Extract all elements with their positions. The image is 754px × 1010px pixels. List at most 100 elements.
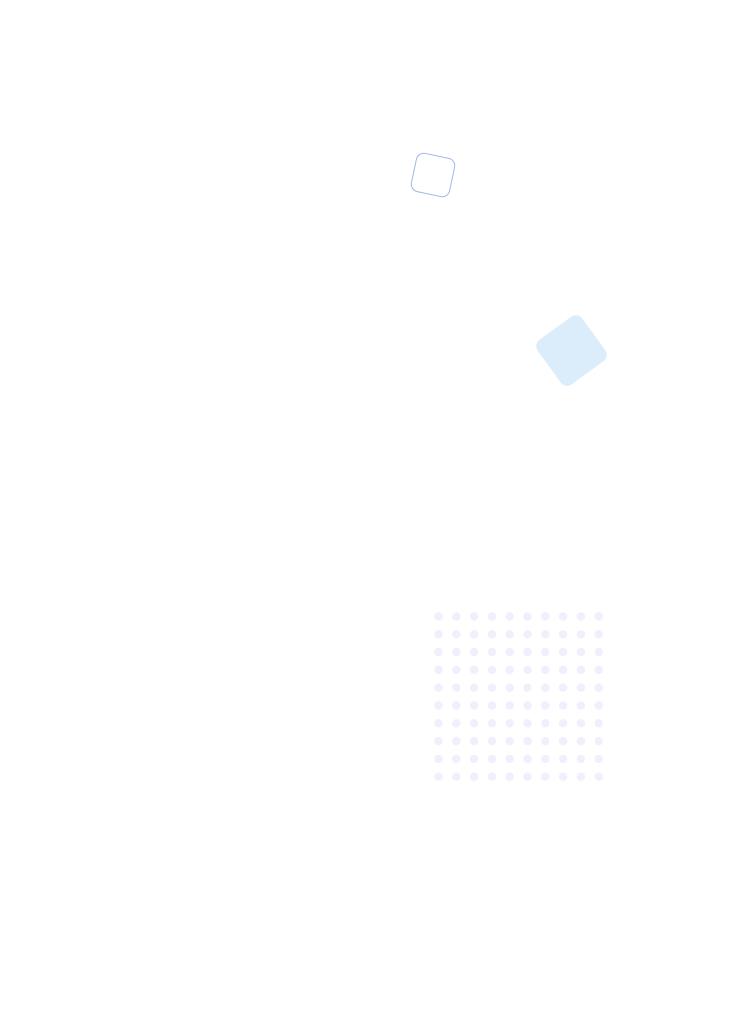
grid-dot: [523, 683, 532, 692]
grid-dot: [558, 772, 568, 781]
grid-dot: [558, 719, 568, 728]
grid-dot: [452, 647, 461, 657]
grid-dot: [523, 719, 532, 728]
grid-dot: [487, 612, 497, 621]
grid-dot: [452, 701, 461, 710]
grid-dot: [452, 683, 461, 692]
grid-dot: [523, 665, 532, 675]
grid-dot: [523, 647, 532, 657]
grid-dot: [434, 683, 443, 692]
grid-dot: [576, 630, 586, 639]
grid-dot: [434, 736, 443, 746]
grid-dot: [541, 612, 550, 621]
grid-dot: [594, 630, 603, 639]
grid-dot: [434, 772, 443, 781]
grid-dot: [434, 612, 443, 621]
grid-dot: [487, 772, 497, 781]
grid-dot: [558, 736, 568, 746]
grid-dot: [434, 701, 443, 710]
grid-dot: [469, 719, 479, 728]
grid-dot: [487, 701, 497, 710]
grid-dot: [452, 772, 461, 781]
grid-dot: [576, 647, 586, 657]
grid-dot: [594, 772, 603, 781]
grid-dot: [452, 665, 461, 675]
grid-dot: [434, 647, 443, 657]
grid-dot: [469, 683, 479, 692]
grid-dot: [469, 772, 479, 781]
grid-dot: [558, 630, 568, 639]
grid-dot: [541, 647, 550, 657]
grid-dot: [558, 754, 568, 764]
grid-dot: [469, 754, 479, 764]
grid-dot: [434, 719, 443, 728]
grid-dot: [541, 630, 550, 639]
grid-dot: [505, 754, 514, 764]
grid-dot: [558, 647, 568, 657]
dot-grid-pattern: [434, 612, 606, 784]
grid-dot: [505, 630, 514, 639]
grid-dot: [469, 736, 479, 746]
grid-dot: [594, 754, 603, 764]
grid-dot: [576, 754, 586, 764]
grid-dot: [594, 612, 603, 621]
grid-dot: [541, 736, 550, 746]
grid-dot: [452, 719, 461, 728]
grid-dot: [576, 736, 586, 746]
grid-dot: [558, 701, 568, 710]
grid-dot: [505, 736, 514, 746]
grid-dot: [505, 719, 514, 728]
grid-dot: [505, 683, 514, 692]
grid-dot: [576, 719, 586, 728]
grid-dot: [558, 683, 568, 692]
grid-dot: [452, 754, 461, 764]
grid-dot: [487, 647, 497, 657]
grid-dot: [523, 736, 532, 746]
grid-dot: [541, 754, 550, 764]
grid-dot: [487, 665, 497, 675]
grid-dot: [487, 683, 497, 692]
grid-dot: [576, 665, 586, 675]
grid-dot: [452, 630, 461, 639]
grid-dot: [594, 665, 603, 675]
grid-dot: [558, 612, 568, 621]
grid-dot: [469, 612, 479, 621]
grid-dot: [469, 701, 479, 710]
grid-dot: [576, 772, 586, 781]
grid-dot: [594, 647, 603, 657]
grid-dot: [434, 754, 443, 764]
grid-dot: [469, 647, 479, 657]
grid-dot: [434, 665, 443, 675]
grid-dot: [469, 665, 479, 675]
grid-dot: [541, 683, 550, 692]
grid-dot: [505, 772, 514, 781]
grid-dot: [541, 701, 550, 710]
grid-dot: [541, 772, 550, 781]
grid-dot: [576, 683, 586, 692]
grid-dot: [505, 612, 514, 621]
grid-dot: [505, 701, 514, 710]
grid-dot: [594, 701, 603, 710]
grid-dot: [558, 665, 568, 675]
grid-dot: [452, 736, 461, 746]
grid-dot: [487, 736, 497, 746]
outline-square-shape: [409, 151, 457, 199]
grid-dot: [469, 630, 479, 639]
grid-dot: [434, 630, 443, 639]
grid-dot: [487, 630, 497, 639]
grid-dot: [523, 612, 532, 621]
filled-square-shape: [533, 312, 610, 389]
grid-dot: [523, 630, 532, 639]
grid-dot: [541, 665, 550, 675]
grid-dot: [541, 719, 550, 728]
grid-dot: [594, 683, 603, 692]
grid-dot: [576, 612, 586, 621]
grid-dot: [576, 701, 586, 710]
grid-dot: [523, 754, 532, 764]
grid-dot: [487, 719, 497, 728]
dot-grid-svg: [434, 612, 603, 781]
grid-dot: [505, 665, 514, 675]
grid-dot: [523, 772, 532, 781]
grid-dot: [594, 719, 603, 728]
